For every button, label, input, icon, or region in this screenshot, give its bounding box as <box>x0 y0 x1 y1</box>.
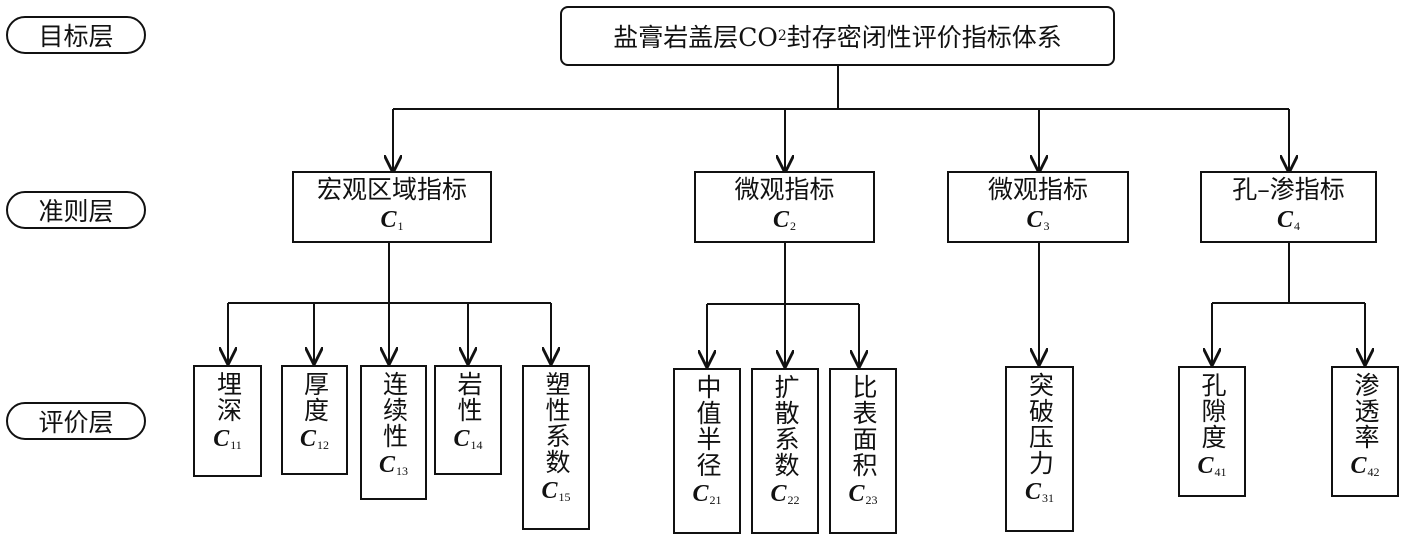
indicator-box-c21: 中值半径 C21 <box>673 368 741 534</box>
criterion-box-c1: 宏观区域指标 C1 <box>292 171 492 243</box>
criterion-box-c3: 微观指标 C3 <box>947 171 1129 243</box>
indicator-code: C12 <box>299 426 329 452</box>
indicator-box-c12: 厚度 C12 <box>281 365 348 475</box>
indicator-name: 扩散系数 <box>771 374 800 478</box>
indicator-code: C22 <box>770 481 800 507</box>
indicator-box-c22: 扩散系数 C22 <box>751 368 819 534</box>
criterion-name: 孔–渗指标 <box>1232 175 1345 204</box>
criterion-name: 微观指标 <box>987 175 1088 204</box>
indicator-name: 比表面积 <box>849 374 878 478</box>
indicator-box-c14: 岩性 C14 <box>434 365 502 475</box>
criterion-name: 宏观区域指标 <box>316 175 467 204</box>
indicator-code: C31 <box>1024 479 1054 505</box>
indicator-code: C42 <box>1350 453 1380 479</box>
indicator-code: C13 <box>378 452 408 478</box>
indicator-box-c31: 突破压力 C31 <box>1005 366 1074 532</box>
criterion-code: C1 <box>380 207 404 233</box>
criterion-name: 微观指标 <box>734 175 835 204</box>
criterion-code: C3 <box>1026 207 1050 233</box>
criterion-box-c2: 微观指标 C2 <box>694 171 875 243</box>
indicator-name: 孔隙度 <box>1198 372 1227 450</box>
indicator-code: C11 <box>213 426 242 452</box>
indicator-name: 塑性系数 <box>542 371 571 475</box>
indicator-name: 厚度 <box>300 371 330 423</box>
goal-title-pre: 盐膏岩盖层CO <box>613 23 778 52</box>
indicator-name: 岩性 <box>454 371 483 423</box>
indicator-name: 连续性 <box>379 371 409 449</box>
goal-title-post: 封存密闭性评价指标体系 <box>786 23 1062 52</box>
indicator-code: C21 <box>692 481 722 507</box>
criterion-code: C2 <box>772 207 796 233</box>
indicator-name: 突破压力 <box>1025 372 1055 476</box>
layer-label-evaluation: 评价层 <box>6 402 146 440</box>
indicator-box-c13: 连续性 C13 <box>360 365 427 500</box>
indicator-box-c41: 孔隙度 C41 <box>1178 366 1246 497</box>
indicator-name: 中值半径 <box>693 374 722 478</box>
indicator-name: 埋深 <box>213 371 243 423</box>
indicator-box-c42: 渗透率 C42 <box>1331 366 1399 497</box>
layer-label-criteria: 准则层 <box>6 191 146 229</box>
indicator-box-c11: 埋深 C11 <box>193 365 262 477</box>
criterion-code: C4 <box>1276 207 1300 233</box>
layer-label-goal: 目标层 <box>6 16 146 54</box>
indicator-code: C14 <box>453 426 483 452</box>
indicator-box-c15: 塑性系数 C15 <box>522 365 590 530</box>
indicator-code: C23 <box>848 481 878 507</box>
indicator-box-c23: 比表面积 C23 <box>829 368 897 534</box>
indicator-code: C41 <box>1197 453 1227 479</box>
indicator-name: 渗透率 <box>1351 372 1380 450</box>
indicator-code: C15 <box>541 478 571 504</box>
goal-title-sub: 2 <box>777 28 787 44</box>
criterion-box-c4: 孔–渗指标 C4 <box>1200 171 1377 243</box>
